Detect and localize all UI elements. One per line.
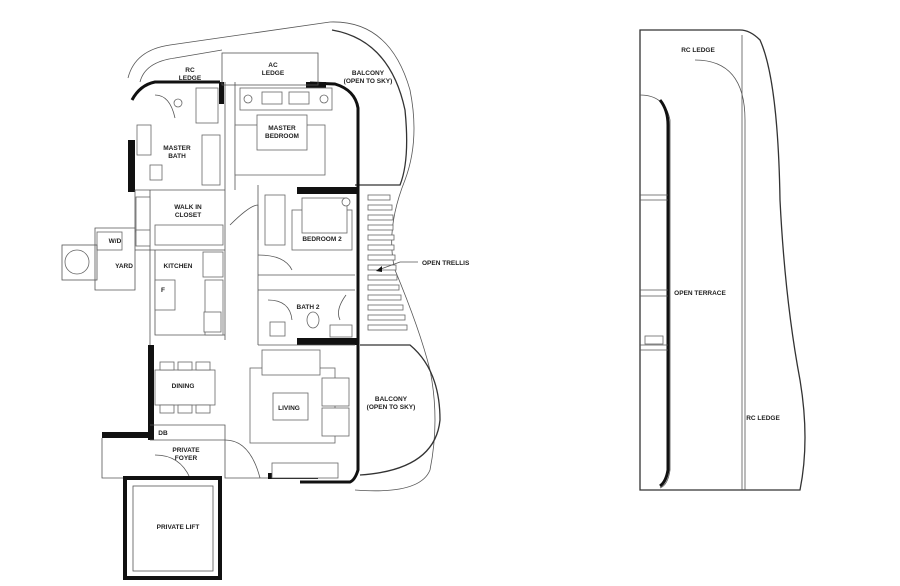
label-bath-2: BATH 2 [297,304,320,311]
label-yard: YARD [115,263,133,270]
label-dining: DINING [172,383,195,390]
label-open-trellis: OPEN TRELLIS [422,260,470,267]
label-kitchen: KITCHEN [164,263,193,270]
label-rc-ledge-side: RC LEDGE [746,415,780,422]
door-swings [154,94,347,479]
label-rc-ledge-top: RC LEDGE [681,47,715,54]
label-db: DB [158,430,168,437]
label-fridge: F [161,287,165,294]
label-balcony-bottom: BALCONY(OPEN TO SKY) [367,396,416,411]
terrace-floor-plan: RC LEDGE OPEN TERRACE RC LEDGE [639,29,806,491]
exterior-wall [130,80,360,484]
outer-ledge-outline [127,21,436,492]
open-trellis [367,194,408,331]
balcony-top-outline [331,29,408,186]
label-balcony-top: BALCONY(OPEN TO SKY) [344,70,393,85]
trellis-callout-arrow [377,261,418,271]
label-bedroom-2: BEDROOM 2 [302,236,342,243]
label-private-lift: PRIVATE LIFT [157,524,200,531]
label-open-terrace: OPEN TERRACE [674,290,726,297]
label-living: LIVING [278,405,300,412]
label-wd: W/D [109,238,122,245]
balcony-bottom-outline [359,344,441,476]
